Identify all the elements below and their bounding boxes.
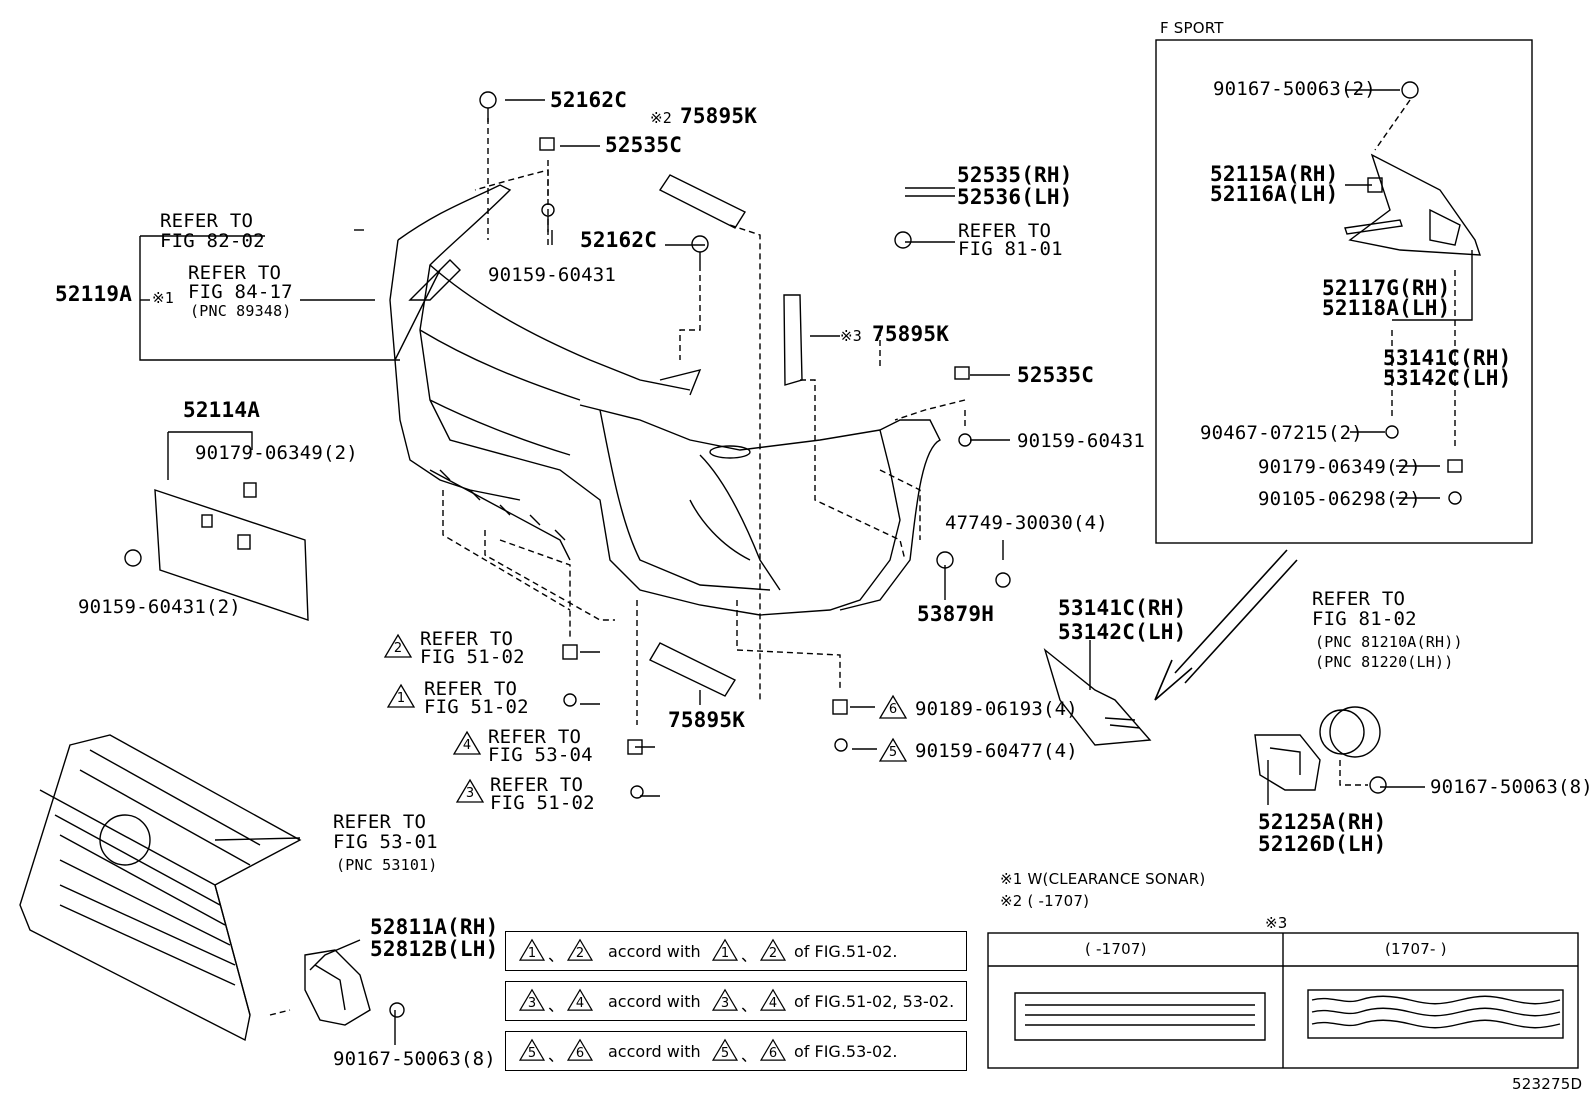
part-52119a[interactable]: 52119A [55, 282, 133, 306]
part-90159-60477[interactable]: 90159-60477(4) [915, 740, 1078, 762]
part-90159-60431-2[interactable]: 90159-60431(2) [78, 596, 241, 618]
part-90179-06349[interactable]: 90179-06349(2) [195, 442, 358, 464]
note-mark-1: ※1 [152, 289, 174, 307]
part-90159-60431-right[interactable]: 90159-60431 [1017, 430, 1146, 452]
ref-82-02-line2[interactable]: FIG 82-02 [160, 230, 265, 252]
fsport-frame [1155, 39, 1533, 544]
dashed-leaders [269, 99, 1456, 1016]
ref-81-01-line2[interactable]: FIG 81-01 [958, 238, 1063, 260]
strip-variant-table [987, 932, 1579, 1069]
part-52536-lh[interactable]: 52536(LH) [957, 185, 1073, 209]
marker-triangle-1: 1 [386, 683, 416, 709]
fsport-part-90105-06298[interactable]: 90105-06298(2) [1258, 488, 1421, 510]
front-bumper-cover [389, 184, 941, 616]
ref-84-17-line2[interactable]: FIG 84-17 [188, 281, 293, 303]
table-col-2-header: (1707- ) [1385, 940, 1447, 958]
radiator-grille [19, 734, 302, 1042]
solid-leaders [139, 89, 1473, 1045]
part-75895k-top[interactable]: 75895K [680, 104, 758, 128]
ref-84-17-line1: REFER TO [188, 262, 282, 284]
accord-row-3: 5 、 6 accord with 5 、 6 of FIG.53-02. [505, 1031, 967, 1071]
ref-51-02-a-line2[interactable]: FIG 51-02 [420, 646, 525, 668]
fasteners [124, 81, 1463, 1018]
ref-51-02-a-line1: REFER TO [420, 628, 514, 650]
fsport-garnish [1344, 153, 1481, 256]
ref-53-04-line1: REFER TO [488, 726, 582, 748]
part-90189-06193[interactable]: 90189-06193(4) [915, 698, 1078, 720]
part-53879h[interactable]: 53879H [917, 602, 995, 626]
part-52114a[interactable]: 52114A [183, 398, 261, 422]
part-52125a-rh[interactable]: 52125A(RH) [1258, 810, 1387, 834]
ref-82-02-line1: REFER TO [160, 210, 254, 232]
fsport-part-90167-50063[interactable]: 90167-50063(2) [1213, 78, 1376, 100]
diagram-id: 523275D [1512, 1075, 1583, 1093]
fsport-part-90179-06349[interactable]: 90179-06349(2) [1258, 456, 1421, 478]
part-52811a-rh[interactable]: 52811A(RH) [370, 915, 499, 939]
ref-81-02-line2[interactable]: FIG 81-02 [1312, 608, 1417, 630]
ref-53-04-line2[interactable]: FIG 53-04 [488, 744, 593, 766]
marker-triangle-2: 2 [383, 633, 413, 659]
license-plate-bracket [154, 482, 309, 621]
part-75895k-bottom[interactable]: 75895K [668, 708, 746, 732]
note-mark-2: ※2 [650, 109, 672, 127]
marker-triangle-3: 3 [455, 778, 485, 804]
fsport-part-53141c-rh[interactable]: 53141C(RH) [1383, 346, 1512, 370]
note-1: ※1 W(CLEARANCE SONAR) [1000, 870, 1206, 888]
part-52126d-lh[interactable]: 52126D(LH) [1258, 832, 1387, 856]
part-52535c-top[interactable]: 52535C [605, 133, 683, 157]
part-47749-30030[interactable]: 47749-30030(4) [945, 512, 1108, 534]
ref-53-01-line2[interactable]: FIG 53-01 [333, 831, 438, 853]
accord-row-2: 3 、 4 accord with 3 、 4 of FIG.51-02, 53… [505, 981, 967, 1021]
ref-51-02-b-line2[interactable]: FIG 51-02 [424, 696, 529, 718]
fsport-part-52116a-lh[interactable]: 52116A(LH) [1210, 182, 1339, 206]
fsport-part-52115a-rh[interactable]: 52115A(RH) [1210, 162, 1339, 186]
part-53141c-rh[interactable]: 53141C(RH) [1058, 596, 1187, 620]
part-75895k-mid[interactable]: 75895K [872, 322, 950, 346]
marker-triangle-5: 5 [878, 737, 908, 763]
note-mark-3: ※3 [840, 327, 862, 345]
note-2: ※2 ( -1707) [1000, 892, 1090, 910]
part-53142c-lh[interactable]: 53142C(LH) [1058, 620, 1187, 644]
note-3-mark: ※3 [1265, 914, 1288, 932]
part-52162c-mid[interactable]: 52162C [580, 228, 658, 252]
fsport-title: F SPORT [1160, 19, 1224, 37]
fog-lamp-bracket [304, 949, 371, 1026]
table-col-1-header: ( -1707) [1085, 940, 1147, 958]
ref-84-17-pnc: (PNC 89348) [190, 302, 292, 320]
fsport-part-90467-07215[interactable]: 90467-07215(2) [1200, 422, 1363, 444]
ref-81-02-pnc-lh: (PNC 81220(LH)) [1315, 653, 1454, 671]
part-52812b-lh[interactable]: 52812B(LH) [370, 937, 499, 961]
ref-81-02-pnc-rh: (PNC 81210A(RH)) [1315, 633, 1463, 651]
ref-81-02-line1: REFER TO [1312, 588, 1406, 610]
part-52162c-top[interactable]: 52162C [550, 88, 628, 112]
marker-triangle-4: 4 [452, 730, 482, 756]
ref-53-01-pnc: (PNC 53101) [336, 856, 438, 874]
part-90167-50063-8-right[interactable]: 90167-50063(8) [1430, 776, 1592, 798]
ref-51-02-c-line1: REFER TO [490, 774, 584, 796]
moulding-strips [649, 174, 803, 697]
fsport-arrow [1154, 549, 1298, 701]
fsport-part-52117g-rh[interactable]: 52117G(RH) [1322, 276, 1451, 300]
fog-lamp-assembly [1254, 706, 1381, 791]
accord-row-1: 1 、 2 accord with 1 、 2 of FIG.51-02. [505, 931, 967, 971]
ref-81-01-line1: REFER TO [958, 220, 1052, 242]
marker-triangle-6: 6 [878, 694, 908, 720]
lower-garnish [1043, 648, 1152, 746]
part-52535-rh[interactable]: 52535(RH) [957, 163, 1073, 187]
ref-51-02-c-line2[interactable]: FIG 51-02 [490, 792, 595, 814]
fsport-part-53142c-lh[interactable]: 53142C(LH) [1383, 366, 1512, 390]
part-90167-50063-8-bottom[interactable]: 90167-50063(8) [333, 1048, 496, 1070]
ref-53-01-line1: REFER TO [333, 811, 427, 833]
part-52535c-right[interactable]: 52535C [1017, 363, 1095, 387]
part-90159-60431-top[interactable]: 90159-60431 [488, 264, 617, 286]
ref-51-02-b-line1: REFER TO [424, 678, 518, 700]
fsport-part-52118a-lh[interactable]: 52118A(LH) [1322, 296, 1451, 320]
